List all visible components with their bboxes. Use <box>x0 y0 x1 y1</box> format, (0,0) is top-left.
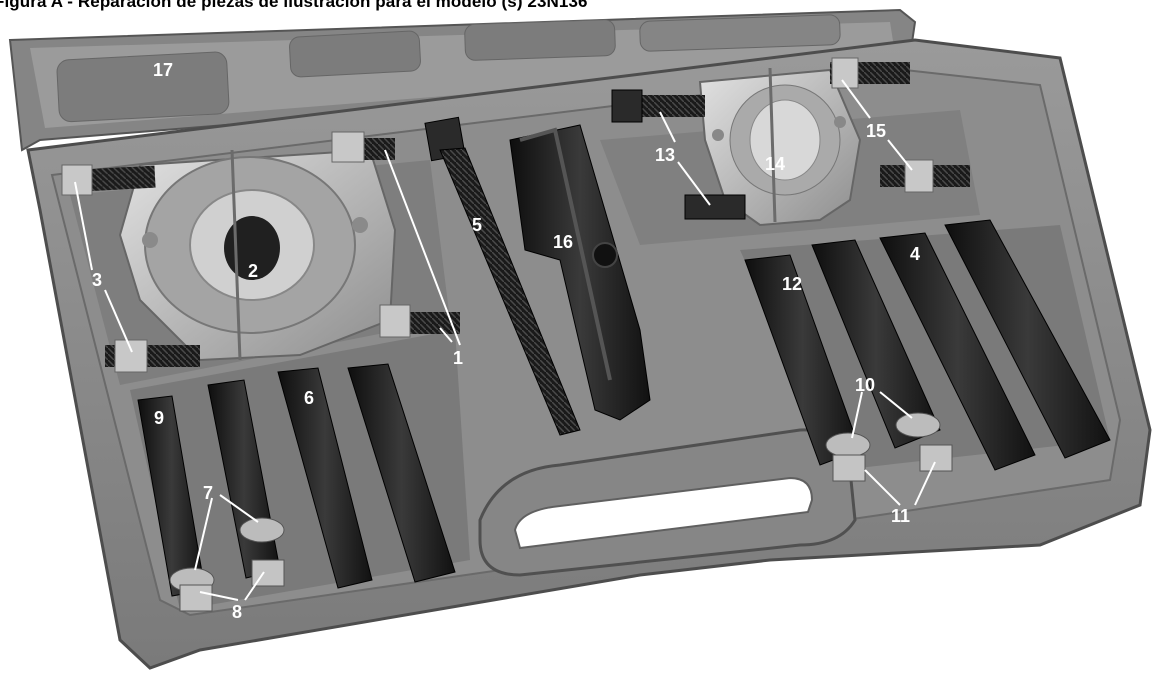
callout-14: 14 <box>765 154 785 174</box>
callout-11: 11 <box>891 506 910 526</box>
figure-title: Figura A - Reparación de piezas de ilust… <box>0 0 588 11</box>
callout-12: 12 <box>782 274 802 294</box>
forcing-screw <box>424 116 581 436</box>
callout-10: 10 <box>855 375 875 395</box>
bearing-separator-small <box>698 67 862 227</box>
callout-13: 13 <box>655 145 675 165</box>
callout-15: 15 <box>866 121 886 141</box>
callout-17: 17 <box>153 60 173 80</box>
bolts-left <box>61 131 460 373</box>
washers-nuts-left <box>169 517 285 612</box>
washers-nuts-right <box>825 412 953 482</box>
case-lid <box>8 8 917 152</box>
callout-9: 9 <box>154 408 164 428</box>
puller-bridge <box>509 124 651 421</box>
callout-4: 4 <box>910 244 920 264</box>
callout-1: 1 <box>453 348 463 368</box>
callout-2: 2 <box>248 261 258 281</box>
leader-lines <box>74 79 936 601</box>
callout-6: 6 <box>304 388 314 408</box>
bolts-small <box>611 57 970 220</box>
callout-3: 3 <box>92 270 102 290</box>
callout-7: 7 <box>203 483 213 503</box>
callout-5: 5 <box>472 215 482 235</box>
callout-16: 16 <box>553 232 573 252</box>
callout-labels: 1 2 3 4 5 6 7 8 9 10 11 12 13 14 15 16 1… <box>92 60 920 622</box>
callout-8: 8 <box>232 602 242 622</box>
bearing-separator-large <box>118 148 397 362</box>
